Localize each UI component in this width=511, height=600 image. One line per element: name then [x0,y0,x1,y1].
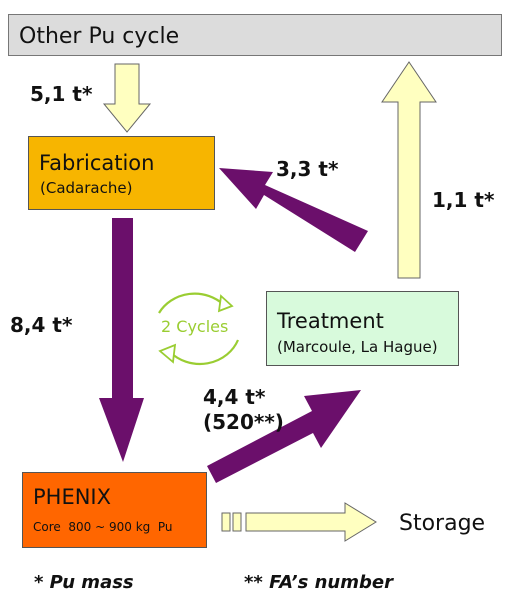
arrow-fabrication-to-phenix [99,218,144,462]
other-pu-cycle-box: Other Pu cycle [8,14,502,56]
cycle-arrowhead-top [217,294,234,313]
phenix-core-mass: Core 800 ~ 900 kg Pu [33,520,173,534]
arrow-treatment-to-fabrication [219,168,368,252]
cycle-label: 2 Cycles [161,317,229,336]
flow-label-treatment-to-fabrication: 3,3 t* [276,157,339,181]
cycle-arrowhead-bottom [158,343,177,364]
legend-pu-mass: * Pu mass [34,572,134,593]
storage-label: Storage [399,511,486,536]
fabrication-title: Fabrication [39,151,155,175]
cycle-arc-bottom [169,339,240,366]
phenix-box: PHENIX Core 800 ~ 900 kg Pu [22,472,207,548]
fabrication-box: Fabrication (Cadarache) [28,136,215,210]
flow-label-other-to-fabrication: 5,1 t* [30,82,93,106]
flow-label-fabrication-to-phenix: 8,4 t* [10,313,73,337]
arrow-other-to-fabrication [102,63,152,133]
legend-fa-number: ** FA’s number [244,572,393,593]
storage-arrow-block-1 [221,512,231,532]
arrow-treatment-to-other [381,61,437,279]
fabrication-subtitle: (Cadarache) [40,179,133,197]
arrow-phenix-to-treatment [207,390,361,483]
treatment-box: Treatment (Marcoule, La Hague) [266,291,459,366]
treatment-subtitle: (Marcoule, La Hague) [277,338,438,356]
phenix-title: PHENIX [33,485,112,509]
storage-arrow-block-2 [232,512,242,532]
treatment-title: Treatment [277,309,384,333]
other-pu-cycle-title: Other Pu cycle [19,24,180,49]
arrow-phenix-to-storage [245,502,377,542]
flow-label-treatment-to-other: 1,1 t* [432,188,495,212]
flow-label-phenix-to-treatment-fa: (520**) [203,410,284,434]
cycle-arc-top [158,292,225,314]
flow-label-phenix-to-treatment-mass: 4,4 t* [203,385,266,409]
